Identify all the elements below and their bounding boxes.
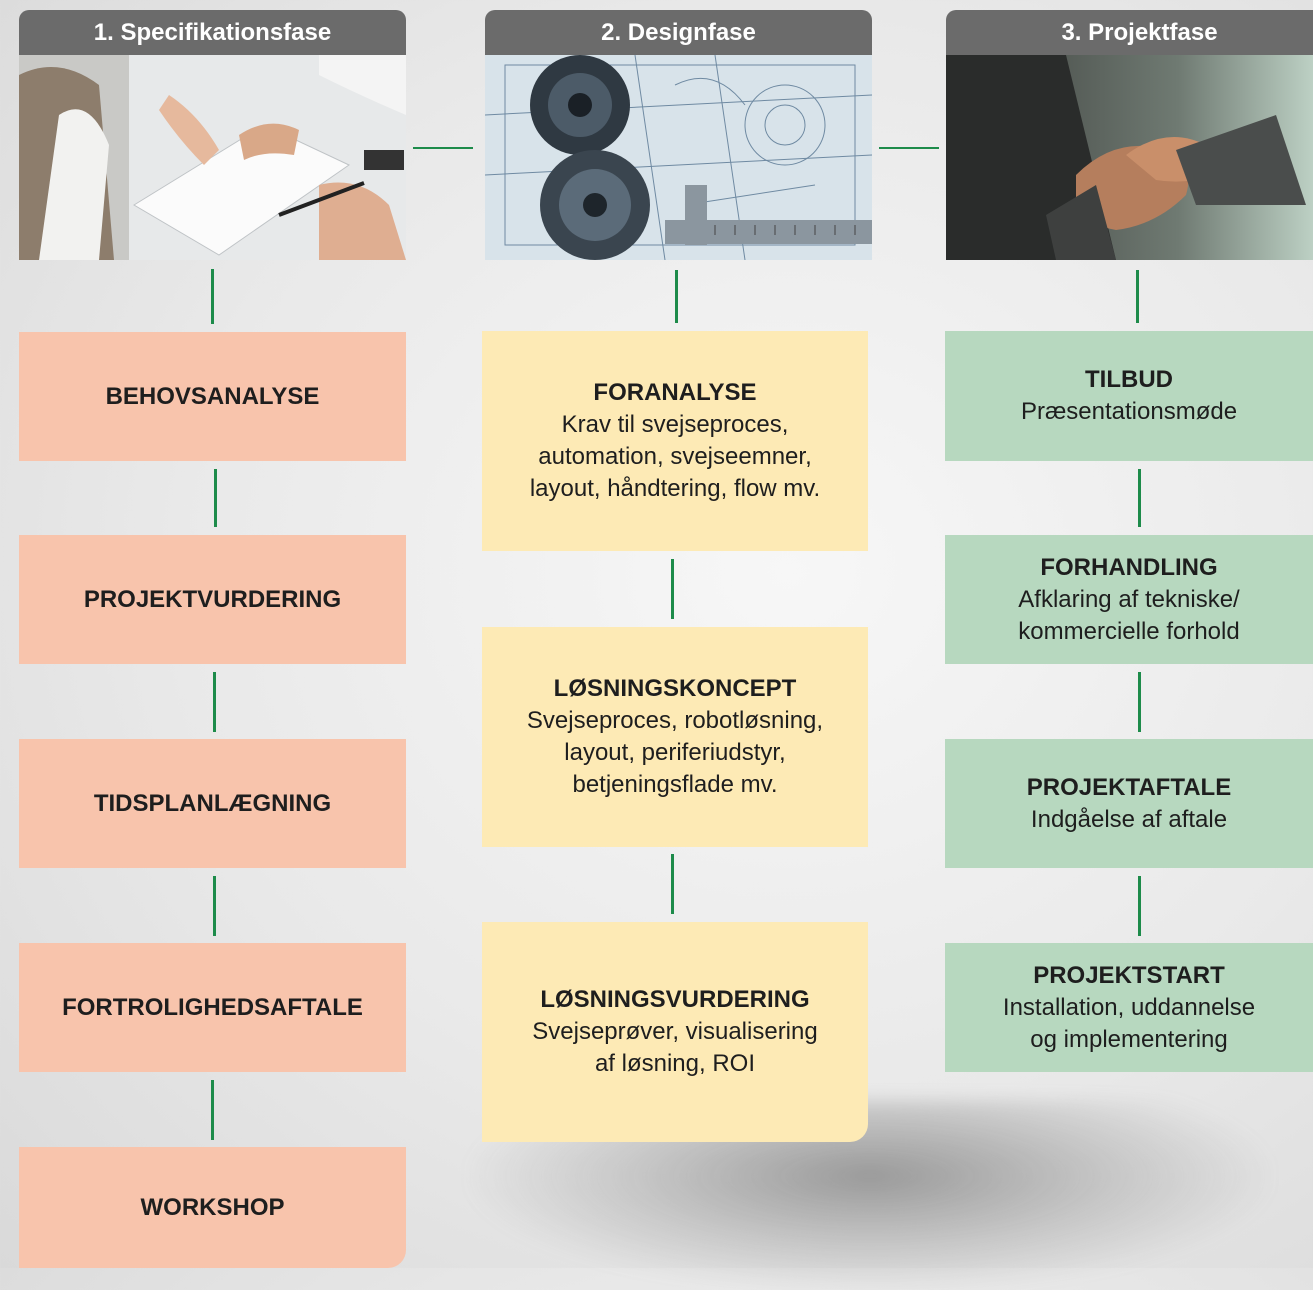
step-description: Krav til svejseproces, automation, svejs… xyxy=(529,411,821,502)
phase-header: 3. Projektfase xyxy=(946,10,1313,55)
step-title: FORTROLIGHEDSAFTALE xyxy=(62,993,363,1021)
step-box-projektaftale: PROJEKTAFTALE Indgåelse af aftale xyxy=(945,739,1313,868)
step-title: TILBUD xyxy=(1085,366,1173,393)
step-description: Indgåelse af aftale xyxy=(1030,805,1228,833)
step-title: BEHOVSANALYSE xyxy=(105,382,320,410)
step-box-forhandling: FORHANDLING Afklaring af tekniske/ komme… xyxy=(945,535,1313,664)
step-title: PROJEKTVURDERING xyxy=(83,585,342,613)
step-title: LØSNINGSKONCEPT xyxy=(553,675,797,702)
step-box-projektstart: PROJEKTSTART Installation, uddannelse og… xyxy=(945,943,1313,1072)
step-description: Svejseprøver, visualisering af løsning, … xyxy=(532,1018,818,1077)
step-title: TIDSPLANLÆGNING xyxy=(93,789,332,817)
meeting-photo-icon xyxy=(19,55,406,260)
step-box-foranalyse: FORANALYSE Krav til svejseproces, automa… xyxy=(482,331,868,551)
connector-line xyxy=(1138,469,1141,527)
step-description: Afklaring af tekniske/ kommercielle forh… xyxy=(1018,585,1240,645)
step-title: LØSNINGSVURDERING xyxy=(540,986,810,1013)
step-box-loesningsvurdering: LØSNINGSVURDERING Svejseprøver, visualis… xyxy=(482,922,868,1142)
step-box-workshop: WORKSHOP xyxy=(19,1147,406,1268)
connector-line xyxy=(214,469,217,527)
connector-line xyxy=(213,672,216,732)
step-description: Installation, uddannelse og implementeri… xyxy=(1002,993,1256,1053)
phase-header: 1. Specifikationsfase xyxy=(19,10,406,55)
step-title: FORANALYSE xyxy=(593,379,757,406)
connector-line xyxy=(879,147,939,149)
connector-line xyxy=(413,147,473,149)
connector-line xyxy=(671,559,674,619)
step-title: PROJEKTSTART xyxy=(1033,961,1225,989)
step-description: Præsentationsmøde xyxy=(1020,398,1238,425)
connector-line xyxy=(213,876,216,936)
connector-line xyxy=(1136,270,1139,323)
step-title: WORKSHOP xyxy=(140,1193,285,1221)
step-box-behovsanalyse: BEHOVSANALYSE xyxy=(19,332,406,461)
connector-line xyxy=(1138,876,1141,936)
step-box-tilbud: TILBUD Præsentationsmøde xyxy=(945,331,1313,461)
step-title: PROJEKTAFTALE xyxy=(1026,773,1232,801)
gears-blueprint-photo-icon xyxy=(485,55,872,260)
connector-line xyxy=(211,1080,214,1140)
step-box-projektvurdering: PROJEKTVURDERING xyxy=(19,535,406,664)
phase-header: 2. Designfase xyxy=(485,10,872,55)
handshake-photo-icon xyxy=(946,55,1313,260)
step-box-tidsplanlaegning: TIDSPLANLÆGNING xyxy=(19,739,406,868)
step-box-fortrolighedsaftale: FORTROLIGHEDSAFTALE xyxy=(19,943,406,1072)
step-description: Svejseproces, robotløsning, layout, peri… xyxy=(526,707,824,798)
connector-line xyxy=(671,854,674,914)
step-box-loesningskoncept: LØSNINGSKONCEPT Svejseproces, robotløsni… xyxy=(482,627,868,847)
connector-line xyxy=(211,269,214,324)
connector-line xyxy=(675,270,678,323)
connector-line xyxy=(1138,672,1141,732)
step-title: FORHANDLING xyxy=(1040,553,1218,581)
